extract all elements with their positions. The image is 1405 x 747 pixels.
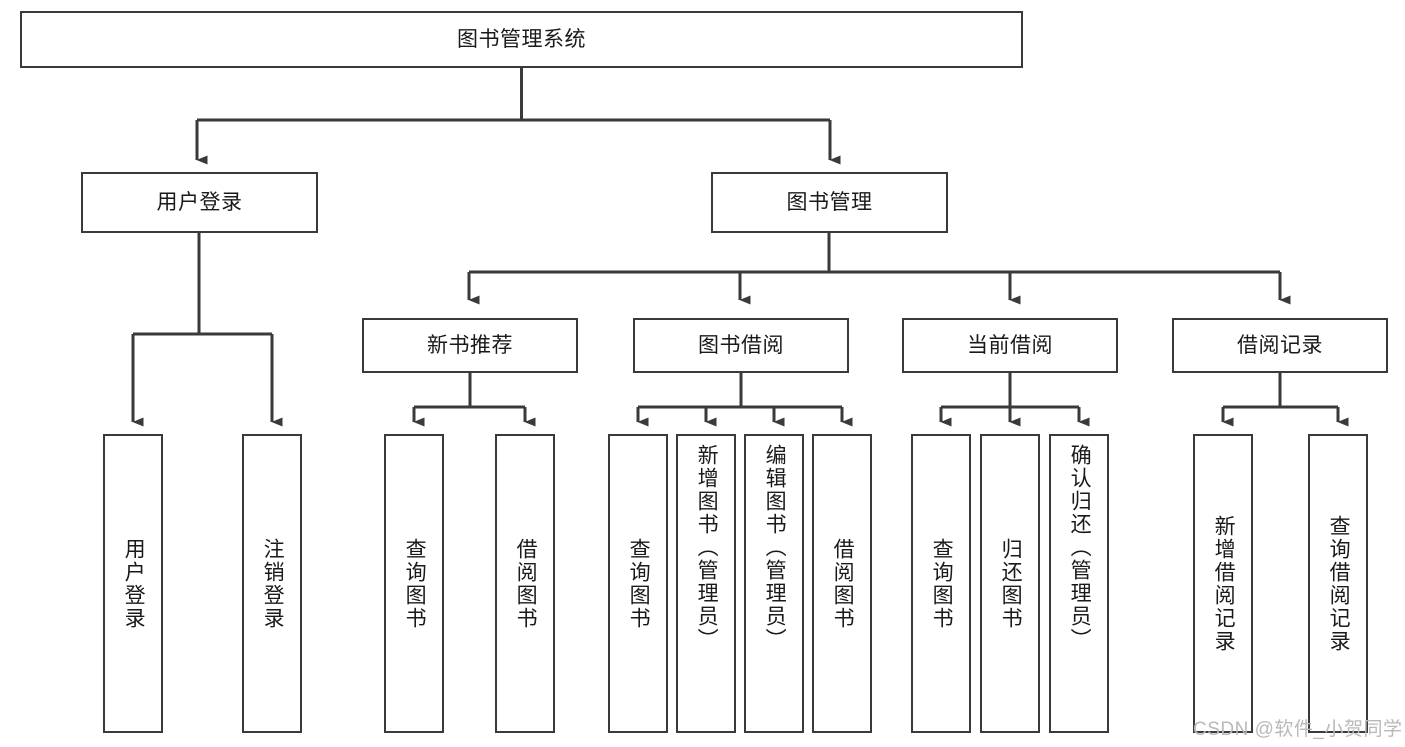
leaf-current-borrow-return[interactable]: 归还图书 — [980, 434, 1040, 733]
node-book-borrow-label: 图书借阅 — [698, 333, 784, 357]
node-user-login[interactable]: 用户登录 — [81, 172, 318, 233]
leaf-user-login-logout-label: 注销登录 — [261, 537, 285, 630]
leaf-new-book-borrow-label: 借阅图书 — [514, 537, 538, 630]
node-new-book-recommend[interactable]: 新书推荐 — [362, 318, 578, 373]
node-borrow-record-label: 借阅记录 — [1237, 333, 1323, 357]
leaf-book-borrow-borrow-label: 借阅图书 — [831, 537, 855, 630]
leaf-book-borrow-borrow[interactable]: 借阅图书 — [812, 434, 872, 733]
leaf-book-borrow-add-label: 新增图书（管理员） — [695, 444, 719, 651]
leaf-current-borrow-confirm-return[interactable]: 确认归还（管理员） — [1049, 434, 1109, 733]
leaf-borrow-record-query[interactable]: 查询借阅记录 — [1308, 434, 1368, 733]
leaf-book-borrow-query[interactable]: 查询图书 — [608, 434, 668, 733]
leaf-current-borrow-query-label: 查询图书 — [930, 537, 954, 630]
leaf-user-login-login[interactable]: 用户登录 — [103, 434, 163, 733]
node-root[interactable]: 图书管理系统 — [20, 11, 1023, 68]
node-current-borrow[interactable]: 当前借阅 — [902, 318, 1118, 373]
leaf-user-login-login-label: 用户登录 — [122, 537, 146, 630]
leaf-book-borrow-edit-label: 编辑图书（管理员） — [763, 444, 787, 651]
leaf-borrow-record-add-label: 新增借阅记录 — [1212, 514, 1236, 653]
leaf-book-borrow-add[interactable]: 新增图书（管理员） — [676, 434, 736, 733]
leaf-current-borrow-query[interactable]: 查询图书 — [911, 434, 971, 733]
node-current-borrow-label: 当前借阅 — [967, 333, 1053, 357]
node-book-borrow[interactable]: 图书借阅 — [633, 318, 849, 373]
leaf-new-book-query[interactable]: 查询图书 — [384, 434, 444, 733]
leaf-current-borrow-return-label: 归还图书 — [999, 537, 1023, 630]
node-root-label: 图书管理系统 — [457, 27, 586, 51]
leaf-current-borrow-confirm-return-label: 确认归还（管理员） — [1068, 444, 1092, 651]
leaf-book-borrow-edit[interactable]: 编辑图书（管理员） — [744, 434, 804, 733]
node-book-management[interactable]: 图书管理 — [711, 172, 948, 233]
node-new-book-recommend-label: 新书推荐 — [427, 333, 513, 357]
node-user-login-label: 用户登录 — [156, 190, 243, 214]
node-borrow-record[interactable]: 借阅记录 — [1172, 318, 1388, 373]
leaf-new-book-borrow[interactable]: 借阅图书 — [495, 434, 555, 733]
node-book-management-label: 图书管理 — [786, 190, 873, 214]
leaf-borrow-record-add[interactable]: 新增借阅记录 — [1193, 434, 1253, 733]
leaf-user-login-logout[interactable]: 注销登录 — [242, 434, 302, 733]
leaf-borrow-record-query-label: 查询借阅记录 — [1327, 514, 1351, 653]
leaf-book-borrow-query-label: 查询图书 — [627, 537, 651, 630]
leaf-new-book-query-label: 查询图书 — [403, 537, 427, 630]
